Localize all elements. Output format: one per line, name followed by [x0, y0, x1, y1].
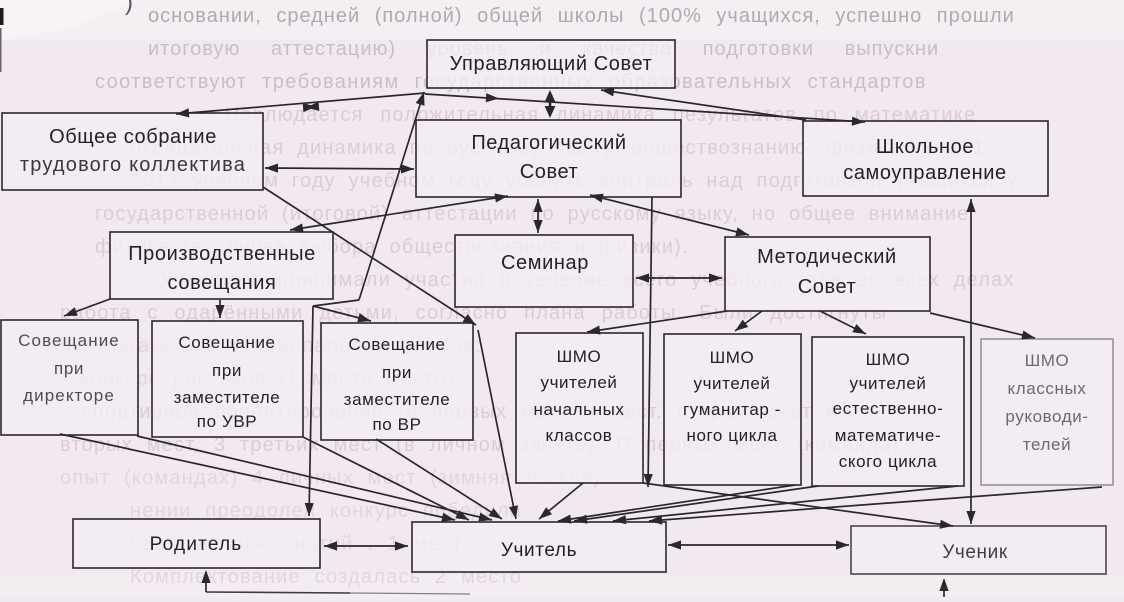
svg-text:директоре: директоре [23, 386, 115, 405]
svg-text:учителей: учителей [540, 373, 617, 392]
svg-text:гуманитар -: гуманитар - [683, 400, 781, 419]
svg-text:Семинар: Семинар [501, 252, 589, 274]
svg-text:самоуправление: самоуправление [843, 162, 1007, 184]
svg-text:при: при [382, 363, 412, 382]
svg-text:по УВР: по УВР [197, 412, 257, 431]
svg-text:трудового коллектива: трудового коллектива [20, 154, 246, 176]
svg-text:классных: классных [1008, 379, 1087, 398]
svg-text:заместителе: заместителе [174, 388, 281, 407]
svg-text:телей: телей [1023, 435, 1071, 454]
svg-text:Учитель: Учитель [501, 540, 577, 561]
svg-text:Методический: Методический [757, 246, 897, 268]
svg-text:Школьное: Школьное [876, 136, 974, 158]
svg-text:Совет: Совет [520, 161, 579, 183]
svg-text:заместителе: заместителе [344, 390, 451, 409]
svg-text:Совет: Совет [798, 276, 857, 298]
svg-text:Управляющий Совет: Управляющий Совет [450, 53, 653, 75]
svg-text:по ВР: по ВР [372, 415, 421, 434]
svg-text:при: при [54, 359, 84, 378]
svg-text:ного цикла: ного цикла [686, 426, 777, 445]
svg-text:ШМО: ШМО [557, 347, 602, 366]
svg-text:при: при [212, 361, 242, 380]
svg-text:Педагогический: Педагогический [471, 132, 626, 154]
svg-text:учителей: учителей [693, 374, 770, 393]
svg-text:): ) [125, 0, 133, 16]
svg-text:совещания: совещания [168, 272, 277, 294]
svg-text:Совещание: Совещание [348, 335, 445, 354]
svg-text:Общее собрание: Общее собрание [49, 126, 217, 148]
svg-text:руководи-: руководи- [1005, 407, 1088, 426]
svg-text:государственной (итоговой) атт: государственной (итоговой) аттестации по… [95, 203, 969, 225]
svg-text:классов: классов [546, 426, 613, 445]
svg-text:Родитель: Родитель [150, 534, 243, 555]
svg-text:учителей: учителей [849, 374, 926, 393]
svg-text:основании, средней (полной) об: основании, средней (полной) общей школы … [148, 5, 1015, 27]
svg-text:ШМО: ШМО [710, 348, 755, 367]
svg-text:Ученик: Ученик [942, 542, 1008, 563]
svg-text:Наблюдается положительная: Наблюдается положительная динамика резул… [225, 104, 976, 126]
svg-text:математиче-: математиче- [835, 426, 941, 445]
svg-text:начальных: начальных [533, 400, 624, 419]
svg-text:опыт (командах) 4 личных мест: опыт (командах) 4 личных мест (зимняя лы… [60, 467, 601, 489]
svg-text:ШМО: ШМО [1025, 351, 1070, 370]
svg-text:Совещание: Совещание [18, 331, 120, 350]
svg-text:ШМО: ШМО [866, 350, 911, 369]
svg-text:Совещание: Совещание [178, 333, 275, 352]
svg-text:ского цикла: ского цикла [839, 452, 937, 471]
svg-text:Производственные: Производственные [128, 243, 316, 265]
svg-text:нении преодолел конкурс победи: нении преодолел конкурс победили [130, 500, 522, 522]
svg-text:естественно-: естественно- [833, 399, 944, 418]
